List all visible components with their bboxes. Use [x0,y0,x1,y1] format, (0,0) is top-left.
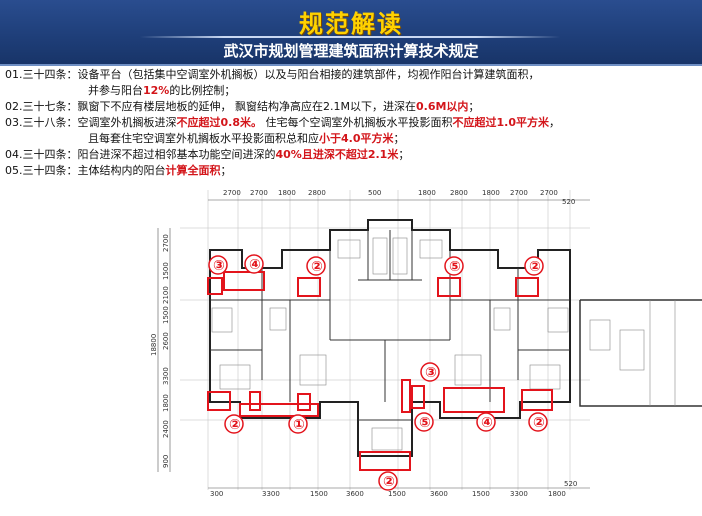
rule-04-line: 04.三十四条：阳台进深不超过相邻基本功能空间进深的40%且进深不超过2.1米； [5,147,699,163]
floor-plan: 2700 2700 1800 2800 500 1800 2800 1800 2… [150,180,702,516]
bottom-dim-label: 1500 [472,490,490,498]
top-dimension-labels: 2700 2700 1800 2800 500 1800 2800 1800 2… [223,189,575,206]
rule-text: 且每套住宅空调室外机搁板水平投影面积总和应 [88,132,319,145]
left-dim-label: 1500 [162,306,170,324]
marker-3-right: ③ [420,362,440,382]
rule-03-line: 03.三十八条：空调室外机搁板进深不应超过0.8米。 住宅每个空调室外机搁板水平… [5,115,699,131]
rule-text: ； [398,148,410,161]
marker-2-top-left: ② [306,256,326,276]
svg-text:②: ② [383,474,395,490]
top-dim-label: 2800 [450,189,468,197]
top-dim-label: 2700 [223,189,241,197]
marker-2-top-right: ② [524,256,544,276]
bottom-dim-label: 3300 [510,490,528,498]
header-divider [140,36,560,38]
rule-highlight: 不应超过0.8米。 [176,116,263,129]
bottom-dim-label: 1800 [548,490,566,498]
left-dim-label: 3300 [162,367,170,385]
rule-highlight: 小于4.0平方米 [319,132,394,145]
bottom-dim-label: 300 [210,490,223,498]
top-dim-label: 2700 [540,189,558,197]
svg-text:④: ④ [249,257,261,273]
rule-03-line: 且每套住宅空调室外机搁板水平投影面积总和应小于4.0平方米； [5,131,699,147]
bottom-dim-label: 3300 [262,490,280,498]
rule-text: ， [549,116,560,129]
dimension-lines [157,199,590,489]
top-dim-label: 520 [562,198,575,206]
rule-highlight: 0.6M以内 [415,100,469,113]
rules-list: 01.三十四条：设备平台（包括集中空调室外机搁板）以及与阳台相接的建筑部件，均视… [5,67,699,179]
top-dim-label: 1800 [482,189,500,197]
svg-text:②: ② [529,259,541,275]
svg-text:②: ② [533,415,545,431]
rule-highlight: 不应超过1.0平方米 [452,116,550,129]
top-dim-label: 2700 [510,189,528,197]
rule-text: 03.三十八条：空调室外机搁板进深 [5,116,177,129]
bottom-dim-label: 520 [564,480,577,488]
rule-text: 04.三十四条：阳台进深不超过相邻基本功能空间进深的 [5,148,276,161]
bottom-dim-label: 1500 [388,490,406,498]
marker-5-top: ⑤ [444,256,464,276]
rule-text: 住宅每个空调室外机搁板水平投影面积 [262,116,453,129]
rule-text: 05.三十四条：主体结构内的阳台 [5,164,166,177]
svg-text:①: ① [293,417,305,433]
svg-text:③: ③ [213,258,225,274]
left-dim-label: 2600 [162,332,170,350]
svg-text:⑤: ⑤ [449,259,461,275]
interior-walls [210,230,570,421]
rule-highlight: 计算全面积 [165,164,221,177]
rule-text: 并参与阳台 [88,84,143,97]
rule-text: ； [468,100,480,113]
left-dim-label: 2700 [162,234,170,252]
rule-02-line: 02.三十七条：飘窗下不应有楼层地板的延伸， 飘窗结构净高应在2.1M以下，进深… [5,99,699,115]
svg-text:④: ④ [481,415,493,431]
left-dim-label: 2100 [162,286,170,304]
rule-01-line: 并参与阳台12%的比例控制； [5,83,699,99]
top-dim-label: 1800 [418,189,436,197]
svg-text:⑤: ⑤ [419,415,431,431]
svg-text:③: ③ [425,365,437,381]
page-title: 规范解读 [299,10,403,38]
svg-text:②: ② [311,259,323,275]
rule-05-line: 05.三十四条：主体结构内的阳台计算全面积； [5,163,699,179]
marker-4-right: ④ [476,412,496,432]
marker-2-bottom-left: ② [224,414,244,434]
marker-2-bottom-right: ② [528,412,548,432]
rule-highlight: 12% [143,84,170,97]
bottom-dimension-labels: 300 3300 1500 3600 1500 3600 1500 3300 1… [210,480,577,498]
highlight-boxes [207,271,553,471]
rule-text: ； [393,132,405,145]
marker-3-left: ③ [208,255,228,275]
svg-text:②: ② [229,417,241,433]
rule-text: 02.三十七条：飘窗下不应有楼层地板的延伸， 飘窗结构净高应在2.1M以下，进深… [5,100,416,113]
top-dim-label: 1800 [278,189,296,197]
top-dim-label: 500 [368,189,381,197]
left-dim-label: 1500 [162,262,170,280]
floor-plan-drawing: 2700 2700 1800 2800 500 1800 2800 1800 2… [150,189,702,498]
top-dim-label: 2800 [308,189,326,197]
left-dim-label: 1800 [162,394,170,412]
top-dim-label: 2700 [250,189,268,197]
rule-text: 的比例控制； [169,84,236,97]
rule-text: 01.三十四条：设备平台（包括集中空调室外机搁板）以及与阳台相接的建筑部件，均视… [5,68,540,81]
marker-5-bottom: ⑤ [414,412,434,432]
marker-4-left: ④ [244,254,264,274]
marker-1: ① [288,414,308,434]
left-dim-label: 900 [162,455,170,468]
rule-text: ； [220,164,232,177]
bottom-dim-label: 1500 [310,490,328,498]
bottom-dim-label: 3600 [346,490,364,498]
marker-2-bottom-center: ② [378,471,398,491]
building-walls [209,219,571,457]
left-dim-label: 2400 [162,420,170,438]
page-subtitle: 武汉市规划管理建筑面积计算技术规定 [223,42,479,60]
rule-01-line: 01.三十四条：设备平台（包括集中空调室外机搁板）以及与阳台相接的建筑部件，均视… [5,67,699,83]
left-dim-label: 18800 [150,334,158,356]
adjacent-unit [579,299,702,407]
header-banner: 规范解读 武汉市规划管理建筑面积计算技术规定 [0,0,702,66]
rule-highlight: 40%且进深不超过2.1米 [275,148,399,161]
left-dimension-labels: 2700 1500 2100 1500 2600 3300 1800 2400 … [150,234,170,468]
plan-markers: ③ ④ ② ⑤ ② ③ ② [208,254,548,491]
bottom-dim-label: 3600 [430,490,448,498]
